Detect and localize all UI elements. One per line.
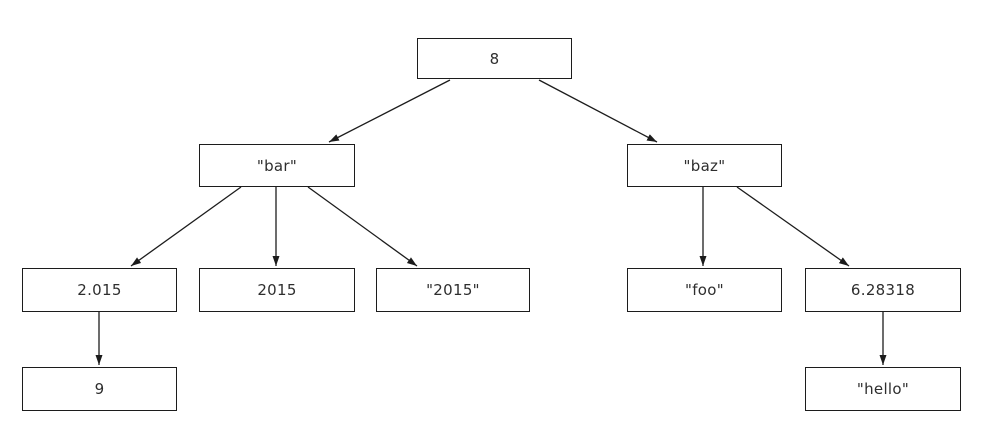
edge-baz-to-tau — [736, 186, 850, 267]
tree-node-hello: "hello" — [805, 367, 961, 411]
tree-node-label: 2015 — [257, 281, 297, 299]
tree-node-label: 9 — [94, 380, 105, 398]
tree-node-label: "2015" — [426, 281, 480, 299]
tree-node-nine: 9 — [22, 367, 177, 411]
tree-node-int-2015: 2015 — [199, 268, 355, 312]
tree-node-str-2015: "2015" — [376, 268, 530, 312]
edge-bar-to-float-2015 — [130, 186, 242, 267]
edge-root-to-baz — [538, 79, 658, 143]
tree-node-label: 6.28318 — [850, 281, 916, 299]
tree-node-label: 2.015 — [77, 281, 122, 299]
tree-node-label: "bar" — [256, 156, 298, 175]
tree-node-tau: 6.28318 — [805, 268, 961, 312]
tree-node-foo: "foo" — [627, 268, 782, 312]
tree-node-baz: "baz" — [627, 144, 782, 187]
edge-root-to-bar — [328, 79, 451, 143]
tree-node-bar: "bar" — [199, 144, 355, 187]
edge-bar-to-str-2015 — [307, 186, 418, 267]
tree-node-label: 8 — [489, 49, 500, 68]
tree-node-label: "foo" — [685, 281, 724, 299]
tree-node-root: 8 — [417, 38, 572, 79]
tree-node-float-2015: 2.015 — [22, 268, 177, 312]
tree-node-label: "baz" — [683, 156, 726, 175]
tree-node-label: "hello" — [856, 380, 910, 398]
